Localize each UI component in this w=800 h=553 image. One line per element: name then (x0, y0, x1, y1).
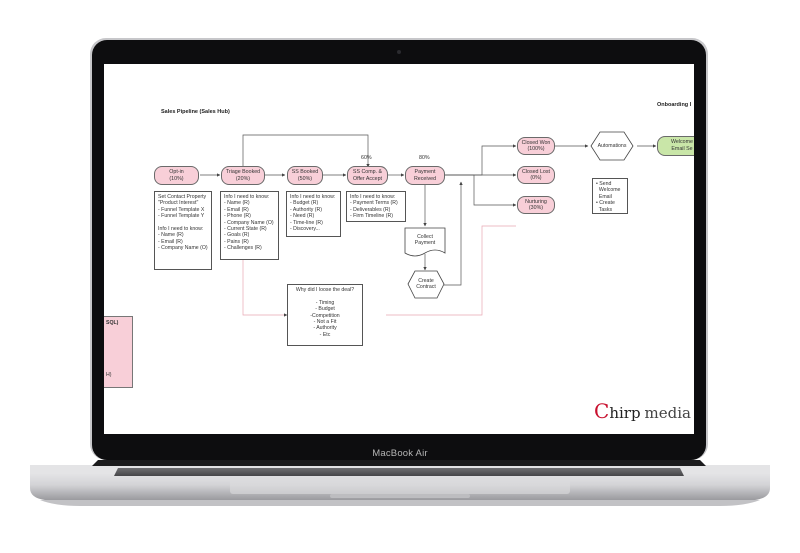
stage-ss-booked[interactable]: SS Booked(50%) (287, 166, 323, 185)
diagram-title: Sales Pipeline (Sales Hub) (161, 109, 230, 115)
automations-hex (590, 131, 634, 161)
stage-closed-won[interactable]: Closed Won(100%) (517, 137, 555, 155)
connector-lines (200, 131, 657, 317)
automations-label: Automations (597, 143, 627, 149)
stage-triage-booked[interactable]: Triage Booked(20%) (221, 166, 265, 185)
sales-pipeline-diagram: Sales Pipeline (Sales Hub) Onboarding I … (104, 64, 694, 434)
device-label: MacBook Air (372, 448, 428, 459)
percent-label-80: 80% (419, 155, 430, 161)
stage-ss-comp[interactable]: SS Comp. &Offer Accept (347, 166, 388, 185)
note-ss-comp: Info I need to know: - Payment Terms (R)… (346, 191, 406, 222)
create-contract-hex (407, 270, 445, 299)
note-triage: Info I need to know: - Name (R) - Email … (220, 191, 279, 260)
note-lost-reason: Why did I loose the deal? - Timing - Bud… (287, 284, 363, 346)
note-ss-booked: Info I need to know: - Budget (R) - Auth… (286, 191, 341, 237)
stage-nurturing[interactable]: Nurturing(30%) (517, 196, 555, 214)
percent-label-60: 60% (361, 155, 372, 161)
stage-closed-lost[interactable]: Closed Lost(0%) (517, 166, 555, 184)
note-automation-tasks: • Send Welcome Email • Create Tasks (592, 178, 628, 214)
stage-opt-in[interactable]: Opt-in(10%) (154, 166, 199, 185)
onboarding-title: Onboarding I (657, 102, 692, 108)
note-opt-in: Set Contact Property "Product Interest" … (154, 191, 212, 270)
screen: Sales Pipeline (Sales Hub) Onboarding I … (104, 64, 694, 434)
side-panel-sql: SQL) H) (104, 316, 133, 388)
